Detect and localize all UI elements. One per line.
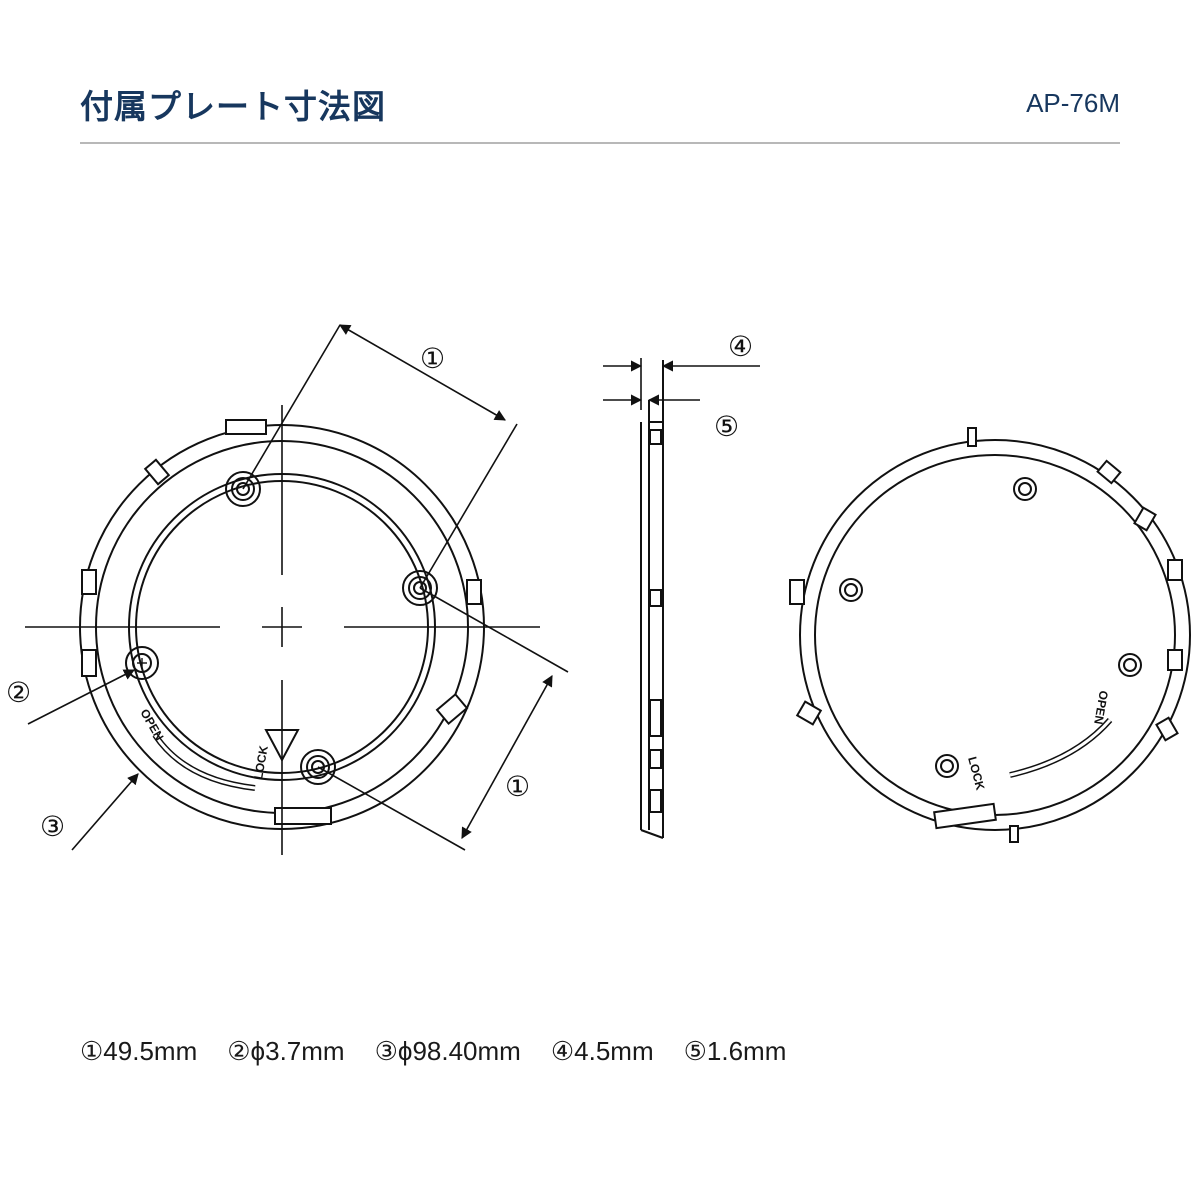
back-inner-ring bbox=[814, 454, 1176, 816]
back-screw-holes bbox=[839, 477, 1142, 778]
dimension-1-top bbox=[242, 324, 518, 589]
front-view-plate: OPEN LOCK bbox=[25, 324, 569, 855]
model-number: AP-76M bbox=[1026, 88, 1120, 118]
back-open-lock-arrow bbox=[1009, 718, 1113, 778]
callout-2: ② bbox=[6, 676, 31, 709]
screw-holes bbox=[125, 471, 438, 785]
callout-4: ④ bbox=[728, 330, 753, 363]
dimension-1-right bbox=[317, 587, 569, 851]
open-lock-arrow bbox=[152, 733, 256, 791]
callout-1-top: ① bbox=[420, 342, 445, 375]
dimension-4 bbox=[603, 358, 760, 410]
centerlines bbox=[25, 405, 540, 855]
back-lock-label: LOCK bbox=[965, 755, 987, 792]
callout-5: ⑤ bbox=[714, 410, 739, 443]
legend-item-3: ③ϕ98.40mm bbox=[374, 1036, 521, 1066]
side-view-plate bbox=[603, 358, 760, 839]
back-open-label: OPEN bbox=[1091, 689, 1111, 725]
leader-3 bbox=[71, 773, 139, 851]
legend-item-5: ⑤1.6mm bbox=[683, 1036, 787, 1066]
ring-notches bbox=[81, 419, 482, 825]
leader-2 bbox=[27, 669, 135, 725]
back-view-plate: OPEN LOCK bbox=[789, 427, 1191, 843]
legend-item-4: ④4.5mm bbox=[550, 1036, 654, 1066]
title-divider bbox=[80, 142, 1120, 144]
legend-item-1: ①49.5mm bbox=[80, 1036, 198, 1066]
legend-item-2: ②ϕ3.7mm bbox=[227, 1036, 345, 1066]
side-view-tabs bbox=[649, 429, 662, 813]
back-outer-ring bbox=[799, 439, 1191, 831]
callout-3: ③ bbox=[40, 810, 65, 843]
lock-position-mark bbox=[264, 729, 300, 763]
back-ring-notches bbox=[789, 427, 1183, 843]
page-title: 付属プレート寸法図 bbox=[80, 87, 386, 126]
ring-lock-label: LOCK bbox=[251, 744, 271, 780]
callout-1-right: ① bbox=[505, 770, 530, 803]
dimension-legend: ①49.5mm ②ϕ3.7mm ③ϕ98.40mm ④4.5mm ⑤1.6mm bbox=[80, 1036, 786, 1067]
